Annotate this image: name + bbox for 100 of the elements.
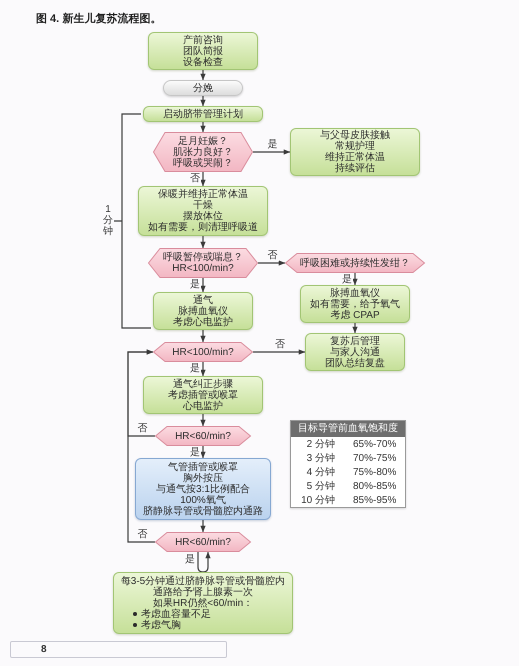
process-box — [305, 333, 405, 371]
arrow — [200, 236, 206, 248]
step-text: 与通气按3:1比例配合 — [156, 484, 250, 494]
step-text: 保暖并维持正常体温 — [158, 189, 248, 200]
step-text: 常规护理 — [335, 141, 375, 152]
step-text: 产前咨询 — [183, 34, 223, 46]
step-text: 团队简报 — [183, 46, 223, 56]
range-value: 65%-70% — [353, 438, 396, 450]
process-box — [143, 106, 263, 122]
arrow — [352, 323, 358, 334]
time-label: 10 分钟 — [300, 494, 335, 506]
edge-label: 是 — [341, 274, 353, 285]
time-label: 2 分钟 — [306, 438, 335, 450]
step-text: 如果HR仍然<60/min： — [152, 598, 254, 608]
arrow — [200, 172, 206, 186]
step-text: 考虑插管或喉罩 — [168, 390, 238, 400]
connector-line — [197, 552, 204, 573]
edge-label: 是 — [189, 447, 201, 458]
arrow — [200, 70, 206, 80]
step-text: 如有需要，则清理呼吸道 — [148, 222, 258, 233]
step-text: 启动脐带管理计划 — [163, 108, 243, 120]
time-label: 3 分钟 — [306, 452, 335, 464]
arrow — [200, 414, 206, 426]
edge-label: 是 — [189, 363, 201, 374]
time-label: 5 分钟 — [306, 480, 335, 492]
decision-hexagon — [155, 532, 251, 552]
question-text: 肌张力良好？ — [173, 146, 233, 158]
process-box — [138, 186, 268, 236]
step-text: 维持正常体温 — [325, 152, 385, 163]
step-text: 气管插管或喉罩 — [168, 462, 238, 472]
process-box — [113, 572, 293, 634]
step-text: 复苏后管理 — [330, 336, 380, 346]
edge-label: 是 — [184, 554, 196, 565]
arrow — [202, 552, 211, 573]
question-text: HR<60/min? — [175, 430, 231, 442]
edge-label: 否 — [136, 423, 148, 434]
duration-label: 1分钟 — [103, 204, 113, 237]
step-text: 设备检查 — [183, 56, 223, 68]
arrow — [253, 349, 306, 355]
decision-hexagon — [155, 426, 251, 446]
arrow — [200, 362, 206, 376]
range-value: 70%-75% — [353, 452, 396, 464]
edge-label: 否 — [266, 250, 278, 261]
question-text: HR<60/min? — [175, 536, 231, 548]
step-text: 胸外按压 — [183, 472, 223, 484]
step-text: 通气纠正步骤 — [173, 378, 233, 390]
edge-label: 是 — [266, 139, 278, 150]
process-box — [290, 128, 420, 176]
step-text: 心电监护 — [183, 400, 223, 412]
step-text: 脉搏血氧仪 — [330, 288, 380, 298]
edge-label: 否 — [189, 173, 201, 184]
process-box — [300, 285, 410, 323]
page-number: 8 — [41, 644, 47, 655]
decision-hexagon — [153, 132, 253, 172]
table-header: 目标导管前血氧饱和度 — [291, 421, 405, 437]
arrow — [253, 149, 290, 155]
step-text: 分娩 — [193, 82, 213, 94]
step-text: 脉搏血氧仪 — [178, 306, 228, 316]
decision-hexagon — [153, 342, 253, 362]
step-text: 考虑血容量不足 — [141, 608, 211, 620]
step-text: 100%氧气 — [180, 494, 226, 506]
step-text: 与家人沟通 — [330, 346, 380, 358]
decision-hexagon — [285, 253, 425, 273]
action-box — [135, 458, 271, 520]
range-value: 80%-85% — [353, 480, 396, 492]
step-text: 与父母皮肤接触 — [320, 130, 390, 141]
arrow — [258, 260, 286, 266]
process-box — [148, 32, 258, 70]
step-text: 干燥 — [193, 200, 213, 211]
step-text: 每3-5分钟通过脐静脉导管或骨髓腔内通路给予肾上腺素一次 — [120, 576, 286, 598]
edge-label: 否 — [274, 339, 286, 350]
arrow — [200, 520, 206, 532]
question-text: 足月妊娠？ — [178, 136, 228, 146]
step-text: 考虑心电监护 — [173, 316, 233, 328]
question-text: 呼吸或哭闹？ — [173, 158, 233, 168]
step-text: 考虑 CPAP — [330, 310, 380, 320]
figure-title: 图 4. 新生儿复苏流程图。 — [36, 12, 162, 26]
time-label: 4 分钟 — [306, 466, 335, 478]
question-text: 呼吸暂停或喘息？ — [163, 252, 243, 263]
step-text: 脐静脉导管或骨髓腔内通路 — [143, 506, 263, 516]
arrow — [127, 349, 155, 543]
step-text: 考虑气胸 — [141, 620, 181, 630]
arrow — [200, 278, 206, 292]
step-text: 通气 — [193, 294, 213, 306]
arrow — [352, 273, 358, 286]
edge-label: 否 — [136, 529, 148, 540]
question-text: 呼吸困难或持续性发绀？ — [300, 258, 410, 268]
process-box — [143, 376, 263, 414]
range-value: 85%-95% — [353, 494, 396, 506]
decision-hexagon — [148, 248, 258, 278]
arrow — [200, 330, 206, 342]
step-text: 摆放体位 — [183, 211, 223, 222]
range-value: 75%-80% — [353, 466, 396, 478]
arrow — [200, 122, 206, 132]
start-box — [163, 80, 243, 96]
step-text: 持续评估 — [335, 163, 375, 174]
question-text: HR<100/min? — [172, 346, 234, 358]
step-text: 团队总结复盘 — [325, 358, 385, 368]
step-text: 如有需要，给予氧气 — [310, 298, 400, 310]
arrow — [200, 446, 206, 458]
